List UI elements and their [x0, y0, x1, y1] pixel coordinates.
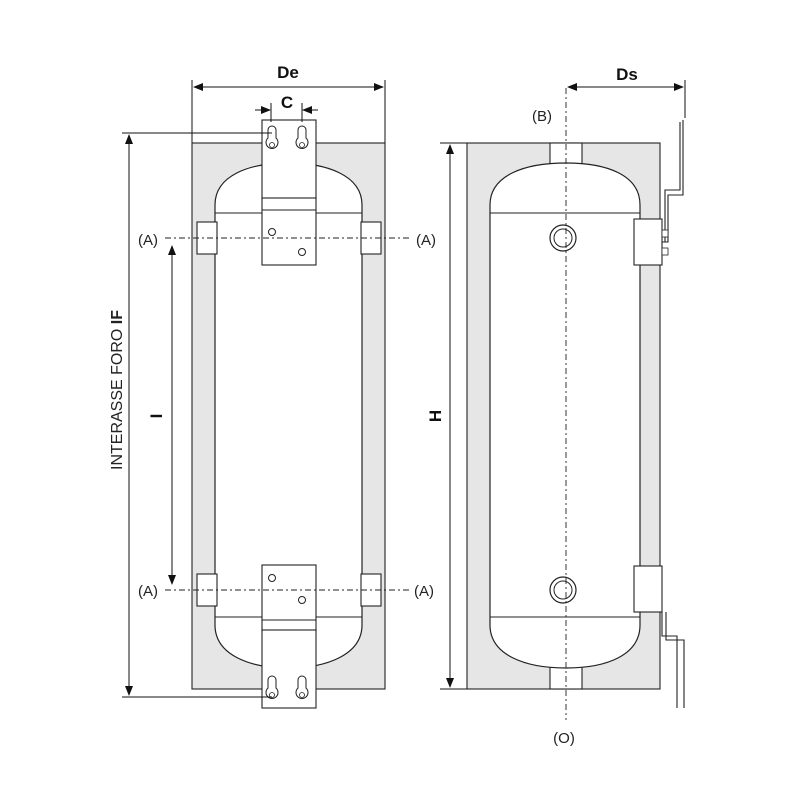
label-a-top-left: (A)	[138, 232, 158, 249]
label-c: C	[281, 93, 293, 112]
side-view	[440, 80, 686, 720]
label-a-bottom-right: (A)	[414, 583, 434, 600]
label-interasse: INTERASSE FORO IF	[109, 310, 126, 470]
keyhole-slot-icon	[265, 675, 279, 699]
top-bracket	[261, 119, 317, 266]
front-tank-body	[214, 162, 363, 669]
label-b: (B)	[532, 108, 552, 125]
label-i: I	[147, 414, 166, 419]
label-ds: Ds	[616, 65, 638, 84]
label-h: H	[426, 410, 445, 422]
side-bracket-bottom	[633, 565, 685, 708]
side-bracket-top	[633, 120, 684, 266]
side-tank-body	[489, 162, 641, 669]
label-de: De	[277, 63, 299, 82]
keyhole-slot-icon	[295, 675, 309, 699]
keyhole-slot-icon	[265, 125, 279, 149]
bottom-bracket	[261, 564, 317, 709]
label-a-bottom-left: (A)	[138, 583, 158, 600]
keyhole-slot-icon	[295, 125, 309, 149]
front-view	[122, 80, 410, 709]
label-o: (O)	[553, 730, 575, 747]
label-a-top-right: (A)	[416, 232, 436, 249]
